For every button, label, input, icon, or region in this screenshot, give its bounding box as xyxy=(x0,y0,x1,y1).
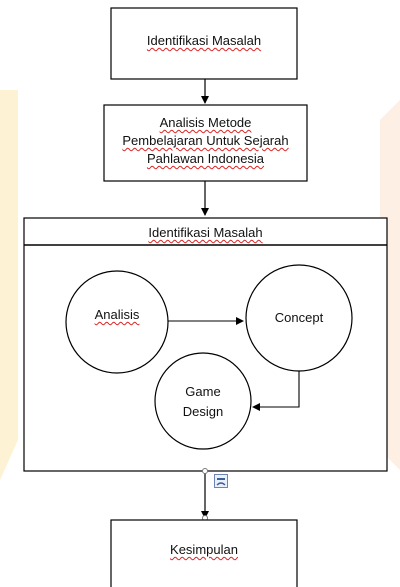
label-line-2: Design xyxy=(182,404,224,419)
label-line-1: Analisis Metode xyxy=(159,115,252,130)
label-line-1: Game xyxy=(185,384,221,399)
circle-game-design-label: Game Design xyxy=(155,382,251,422)
box-identifikasi-masalah[interactable] xyxy=(110,7,298,80)
circle-game-design[interactable] xyxy=(154,352,252,450)
label-text: Kesimpulan xyxy=(170,542,238,557)
label-text: Analisis xyxy=(94,307,140,322)
box-analisis-metode-label: Analisis Metode Pembelajaran Untuk Sejar… xyxy=(104,114,307,168)
circle-analisis[interactable] xyxy=(65,270,169,374)
layout-options-glyph xyxy=(216,478,226,486)
box-identifikasi-masalah-label: Identifikasi Masalah xyxy=(111,32,297,50)
layout-options-icon[interactable] xyxy=(214,474,228,488)
label-text: Identifikasi Masalah xyxy=(146,33,262,48)
label-line-2: Pembelajaran Untuk Sejarah xyxy=(122,133,289,148)
circle-analisis-label: Analisis xyxy=(66,306,168,324)
label-text: Identifikasi Masalah xyxy=(148,225,263,240)
arrow-concept-to-game-design xyxy=(252,371,300,411)
circle-concept-label: Concept xyxy=(246,309,352,327)
connector-handle-top[interactable] xyxy=(202,468,208,474)
box-kesimpulan-label: Kesimpulan xyxy=(111,541,297,559)
box-analisis-metode[interactable] xyxy=(103,104,308,182)
container-header-label: Identifikasi Masalah xyxy=(24,224,387,242)
box-kesimpulan[interactable] xyxy=(110,519,298,587)
label-text: Concept xyxy=(274,310,324,325)
label-line-3: Pahlawan Indonesia xyxy=(146,151,265,166)
